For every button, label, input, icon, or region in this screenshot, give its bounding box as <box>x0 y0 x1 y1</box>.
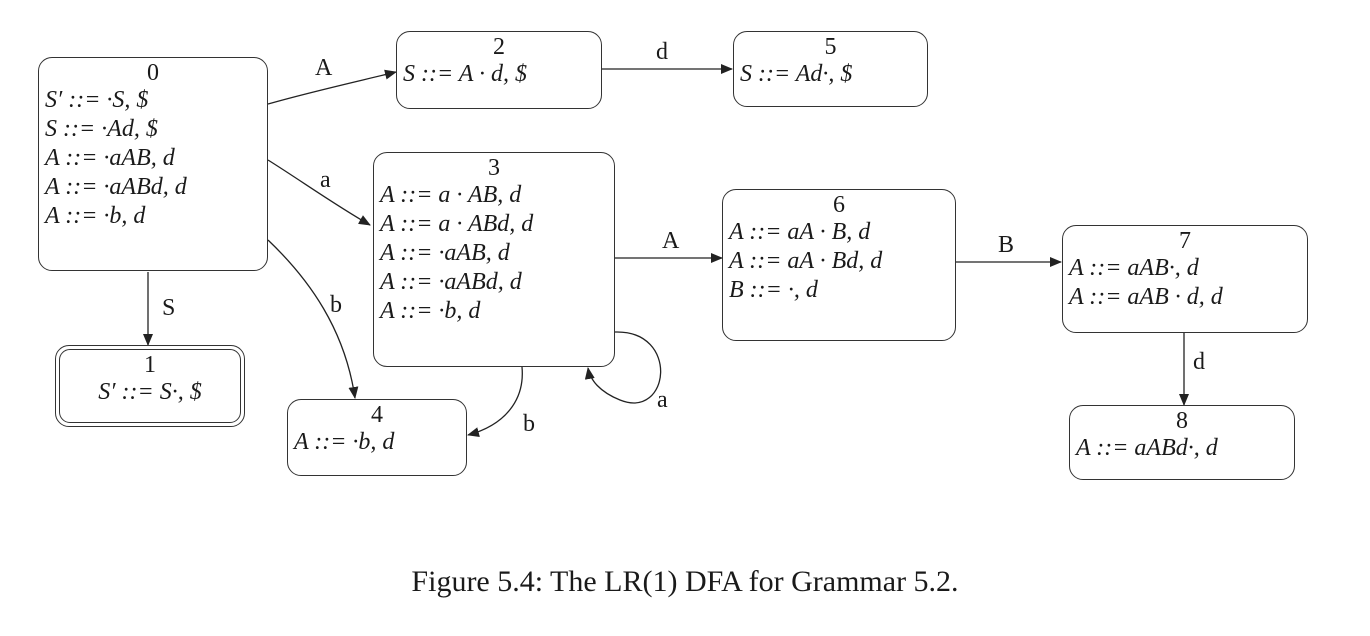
lr-item: A ::= aAB·, d <box>1069 255 1199 281</box>
state-6: 6 A ::= aA · B, d A ::= aA · Bd, d B ::=… <box>722 189 956 341</box>
edge-label-0-4: b <box>330 292 342 318</box>
state-id: 8 <box>1176 408 1188 434</box>
state-1-accepting: 1 S′ ::= S·, $ <box>55 345 245 427</box>
lr-item: A ::= aA · Bd, d <box>729 248 883 274</box>
lr-item: A ::= a · ABd, d <box>380 211 534 237</box>
state-8: 8 A ::= aABd·, d <box>1069 405 1295 480</box>
state-7: 7 A ::= aAB·, d A ::= aAB · d, d <box>1062 225 1308 333</box>
lr-item: A ::= ·aABd, d <box>45 174 187 200</box>
edge-label-3-6: A <box>662 228 680 254</box>
edge-0-2 <box>267 69 397 105</box>
lr-item: A ::= a · AB, d <box>380 182 522 208</box>
state-4: 4 A ::= ·b, d <box>287 399 467 476</box>
lr-item: B ::= ·, d <box>729 277 818 303</box>
edge-3-4 <box>467 366 523 437</box>
lr-item: S ::= A · d, $ <box>403 61 527 87</box>
edge-label-3-4: b <box>523 411 535 437</box>
edge-3-3 <box>584 331 662 404</box>
lr-item: A ::= aAB · d, d <box>1069 284 1223 310</box>
state-id: 5 <box>824 34 837 60</box>
edge-label-2-5: d <box>656 39 668 65</box>
lr-item: S′ ::= ·S, $ <box>45 87 149 113</box>
state-5: 5 S ::= Ad·, $ <box>733 31 928 107</box>
lr-item: S′ ::= S·, $ <box>98 379 202 405</box>
state-0: 0 S′ ::= ·S, $ S ::= ·Ad, $ A ::= ·aAB, … <box>38 57 268 271</box>
lr-item: A ::= ·b, d <box>45 203 146 229</box>
edge-label-0-1: S <box>162 295 176 321</box>
figure-caption: Figure 5.4: The LR(1) DFA for Grammar 5.… <box>411 565 959 598</box>
lr-item: A ::= ·aABd, d <box>380 269 522 295</box>
state-id: 2 <box>493 34 505 60</box>
edge-label-0-2: A <box>315 55 333 81</box>
lr-item: A ::= ·b, d <box>294 429 395 455</box>
lr-item: A ::= aA · B, d <box>729 219 871 245</box>
edge-label-6-7: B <box>998 232 1015 258</box>
state-3: 3 A ::= a · AB, d A ::= a · ABd, d A ::=… <box>373 152 615 367</box>
state-2: 2 S ::= A · d, $ <box>396 31 602 109</box>
lr-item: S ::= ·Ad, $ <box>45 116 158 142</box>
edge-label-0-3: a <box>320 167 331 193</box>
state-id: 7 <box>1179 228 1191 254</box>
state-id: 6 <box>833 192 845 218</box>
state-id: 3 <box>488 155 500 181</box>
lr-item: A ::= ·aAB, d <box>45 145 175 171</box>
edge-0-4 <box>267 239 359 399</box>
state-id: 0 <box>147 60 159 86</box>
state-id: 4 <box>371 402 383 428</box>
edge-label-7-8: d <box>1193 349 1205 375</box>
state-id: 1 <box>144 352 156 378</box>
lr-item: S ::= Ad·, $ <box>740 61 853 87</box>
lr-item: A ::= ·b, d <box>380 298 481 324</box>
lr-item: A ::= ·aAB, d <box>380 240 510 266</box>
lr-item: A ::= aABd·, d <box>1076 435 1218 461</box>
edge-0-3 <box>267 159 371 226</box>
edge-label-3-3: a <box>657 387 668 413</box>
